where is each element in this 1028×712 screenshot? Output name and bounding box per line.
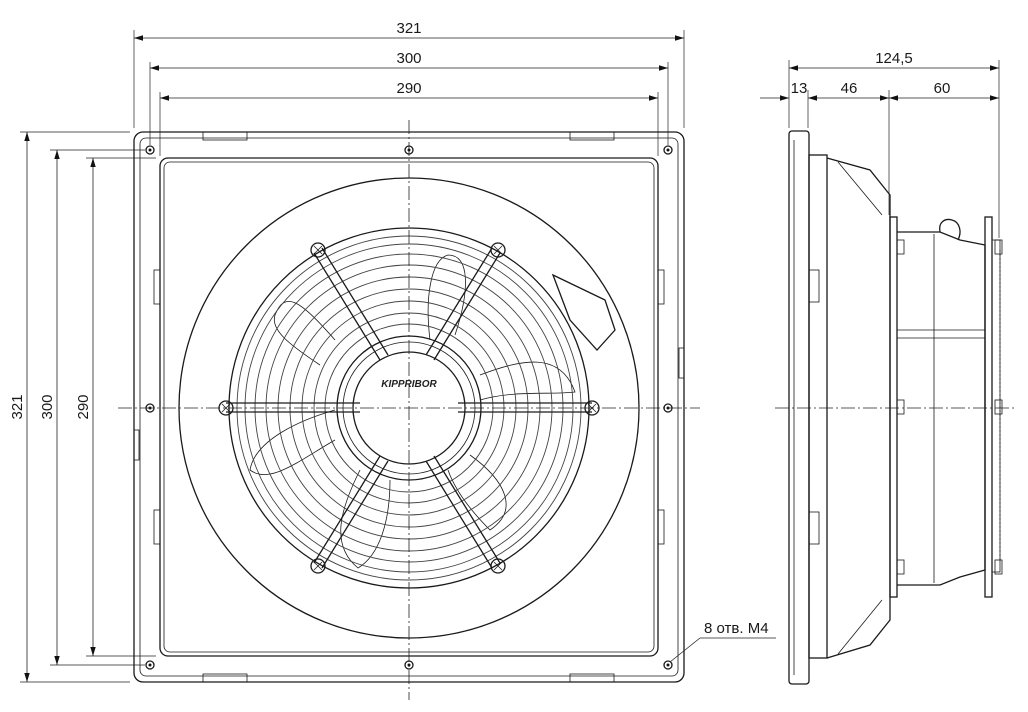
dim-frame-depth: 13	[791, 80, 808, 97]
dim-mount-height: 300	[39, 394, 56, 419]
dim-overall-width: 321	[396, 20, 421, 37]
holes-note: 8 отв. М4	[704, 620, 769, 637]
holes-leader-line	[669, 637, 701, 663]
side-dimensions: 124,5 13 46 60	[760, 50, 1000, 238]
guard-spokes	[226, 247, 592, 569]
side-inner-panel	[808, 154, 828, 659]
front-view: KIPPRIBOR	[118, 120, 700, 700]
dim-motor-depth: 60	[934, 80, 951, 97]
dim-inner-width: 290	[396, 80, 421, 97]
front-dimensions: 321 300 290 321 300 290 8 отв. М4	[9, 20, 776, 683]
dim-housing-depth: 46	[841, 80, 858, 97]
dim-mount-width: 300	[396, 50, 421, 67]
side-rear-guard	[984, 216, 993, 598]
junction-box	[551, 273, 616, 351]
dim-total-depth: 124,5	[875, 50, 913, 67]
side-frame-plate	[788, 130, 810, 685]
frame-tabs	[133, 131, 685, 683]
side-view	[775, 130, 1015, 685]
side-cable-gland	[939, 218, 961, 241]
dim-overall-height: 321	[9, 394, 26, 419]
dim-inner-height: 290	[75, 394, 92, 419]
side-guard-flange	[889, 216, 898, 598]
side-motor-body	[897, 231, 986, 586]
